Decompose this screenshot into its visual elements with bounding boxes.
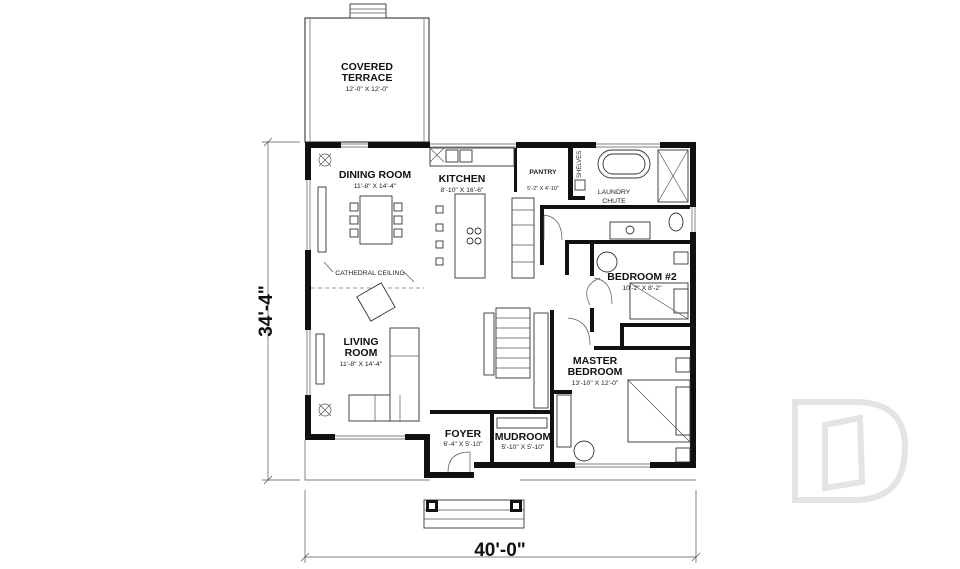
bathroom-fixtures <box>574 149 689 240</box>
bedroom2-bed <box>596 251 689 320</box>
living-room-label-1: LIVING <box>343 336 378 348</box>
watermark-logo <box>792 399 909 503</box>
dining-room-dims: 11'-8" X 14'-4" <box>354 183 397 190</box>
master-bedroom-dims: 13'-10" X 12'-0" <box>572 380 619 387</box>
covered-terrace-outline <box>304 3 430 143</box>
kitchen-dims: 8'-10" X 16'-6" <box>441 187 485 194</box>
master-bed <box>556 357 691 463</box>
kitchen-label: KITCHEN <box>439 173 486 185</box>
terrace-label-2: TERRACE <box>342 72 393 84</box>
front-porch <box>304 440 696 529</box>
staircase <box>483 307 549 429</box>
mudroom-dims: 5'-10" X 5'-10" <box>502 444 546 451</box>
laundry-chute-label-2: CHUTE <box>602 198 626 205</box>
dining-room-label: DINING ROOM <box>339 169 412 181</box>
doors <box>447 214 613 473</box>
mudroom-label: MUDROOM <box>495 431 552 443</box>
pantry-label: PANTRY <box>529 169 557 176</box>
depth-dimension-label: 34'-4" <box>256 285 277 337</box>
living-room-dims: 11'-8" X 14'-4" <box>340 361 383 368</box>
cathedral-ceiling-label: CATHEDRAL CEILING <box>335 270 405 277</box>
master-bedroom-label-2: BEDROOM <box>568 366 623 378</box>
foyer-label: FOYER <box>445 428 482 440</box>
terrace-dims: 12'-0" X 12'-0" <box>346 86 390 93</box>
shelves-label: SHELVES <box>577 151 583 178</box>
terrace-label-1: COVERED <box>341 61 393 73</box>
living-room-label-2: ROOM <box>345 347 378 359</box>
exterior-walls <box>305 142 696 478</box>
dimension-lines <box>262 137 701 563</box>
pantry-dims: 5'-2" X 4'-10" <box>527 186 559 192</box>
master-bedroom-label-1: MASTER <box>573 355 618 367</box>
foyer-dims: 6'-4" X 5'-10" <box>443 441 483 448</box>
laundry-chute-label-1: LAUNDRY <box>598 189 631 196</box>
bedroom2-label: BEDROOM #2 <box>607 271 677 283</box>
windows <box>306 143 696 468</box>
bedroom2-dims: 10'-2" X 8'-2" <box>622 285 662 292</box>
living-furniture <box>315 282 420 422</box>
kitchen-fixtures <box>429 147 535 279</box>
dining-table <box>317 153 403 253</box>
interior-walls <box>430 148 690 468</box>
width-dimension-label: 40'-0" <box>474 540 526 561</box>
